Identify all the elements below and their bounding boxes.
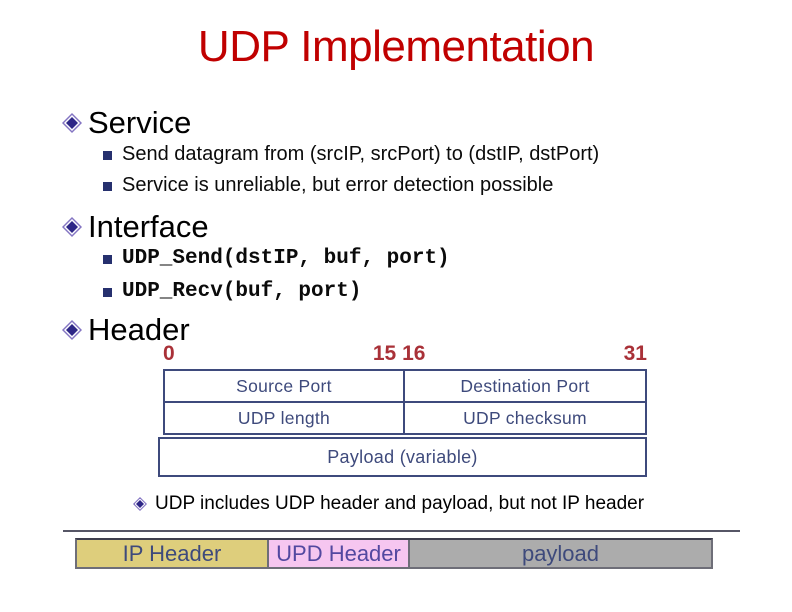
section-heading-interface: Interface	[62, 209, 209, 245]
segment-payload: payload	[410, 540, 711, 567]
cell-destination-port: Destination Port	[405, 371, 645, 403]
segment-udp-header: UPD Header	[267, 540, 410, 567]
slide-title: UDP Implementation	[197, 22, 595, 71]
diamond-core	[66, 324, 78, 336]
bit-label-middle: 15 16	[372, 342, 426, 365]
divider-line	[63, 530, 740, 532]
service-bullet-1: Send datagram from (srcIP, srcPort) to (…	[103, 143, 599, 166]
interface-bullet-2: UDP_Recv(buf, port)	[103, 280, 361, 303]
square-bullet-icon	[103, 151, 112, 160]
note-line: UDP includes UDP header and payload, but…	[133, 493, 644, 515]
diamond-core	[66, 221, 78, 233]
diamond-bullet-icon	[62, 320, 82, 340]
packet-bar: IP Header UPD Header payload	[75, 538, 713, 569]
service-bullet-1-label: Send datagram from (srcIP, srcPort) to (…	[122, 143, 600, 165]
diamond-bullet-icon	[133, 497, 147, 511]
bit-label-start: 0	[163, 342, 175, 365]
diamond-bullet-icon	[62, 113, 82, 133]
section-heading-header-label: Header	[88, 312, 190, 347]
interface-bullet-1-label: UDP_Send(dstIP, buf, port)	[122, 247, 450, 270]
interface-bullet-2-label: UDP_Recv(buf, port)	[122, 280, 362, 303]
bit-label-end: 31	[623, 342, 647, 365]
diamond-bullet-icon	[62, 217, 82, 237]
segment-ip-header: IP Header	[77, 540, 267, 567]
section-heading-service-label: Service	[88, 105, 192, 140]
cell-source-port: Source Port	[165, 371, 405, 403]
section-heading-header: Header	[62, 312, 190, 348]
square-bullet-icon	[103, 288, 112, 297]
udp-header-table: Source Port Destination Port UDP length …	[163, 369, 647, 435]
bit-ruler: 0 15 16 31	[163, 342, 647, 366]
interface-bullet-1: UDP_Send(dstIP, buf, port)	[103, 247, 450, 270]
payload-cell: Payload (variable)	[158, 437, 647, 477]
note-text: UDP includes UDP header and payload, but…	[155, 493, 645, 514]
cell-udp-checksum: UDP checksum	[463, 407, 587, 428]
diamond-core	[66, 117, 78, 129]
section-heading-interface-label: Interface	[88, 209, 209, 244]
service-bullet-2-label: Service is unreliable, but error detecti…	[122, 174, 554, 196]
square-bullet-icon	[103, 182, 112, 191]
section-heading-service: Service	[62, 105, 191, 141]
square-bullet-icon	[103, 255, 112, 264]
cell-udp-length: UDP length	[165, 403, 405, 433]
service-bullet-2: Service is unreliable, but error detecti…	[103, 174, 553, 197]
diamond-core	[136, 500, 144, 508]
